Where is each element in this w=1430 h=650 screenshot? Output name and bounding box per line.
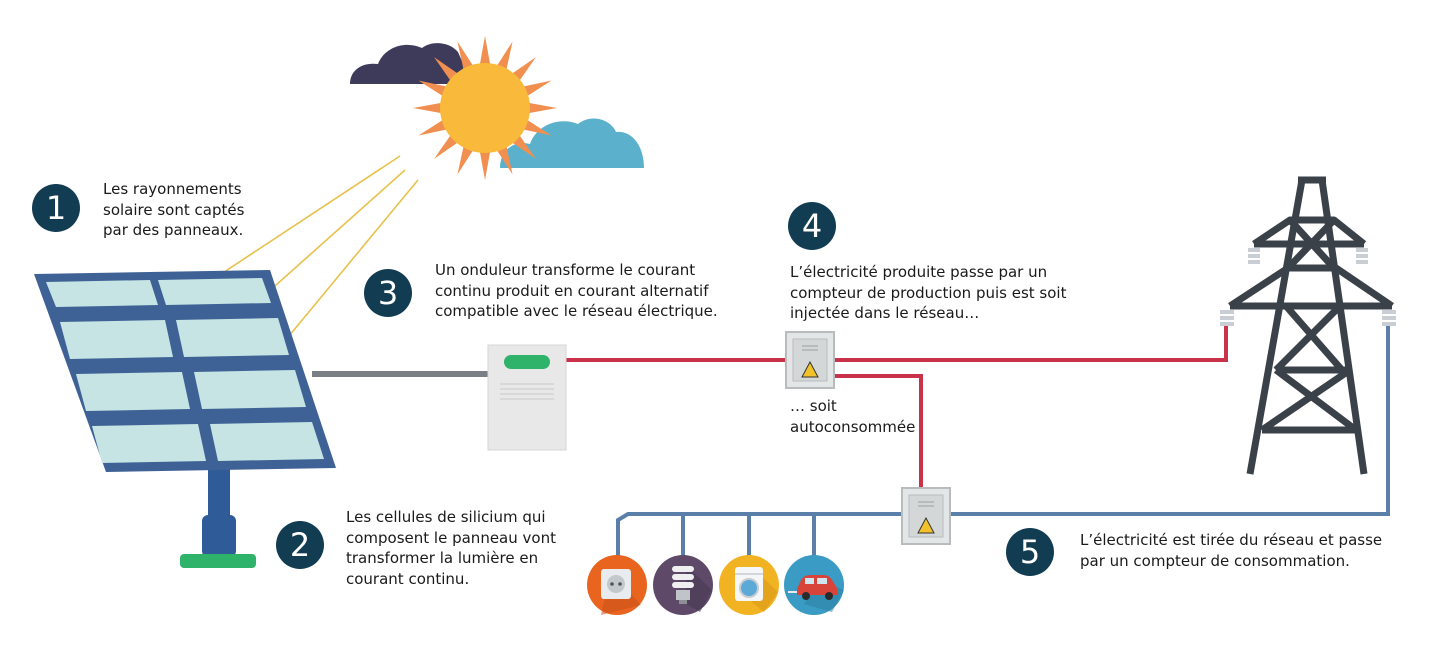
- step-5-description: L’électricité est tirée du réseau et pas…: [1080, 530, 1382, 571]
- step-badge-4: 4: [788, 202, 836, 250]
- step-1-line: solaire sont captés: [103, 200, 245, 219]
- step-1-line: par des panneaux.: [103, 221, 244, 239]
- power-pylon-icon: [1228, 176, 1394, 475]
- electric-car-icon: [784, 555, 844, 615]
- step-1-line: Les rayonnements: [103, 180, 242, 198]
- self-consumption-line: autoconsommée: [790, 417, 916, 436]
- step-badge-5: 5: [1006, 528, 1054, 576]
- washing-machine-icon: [719, 555, 779, 615]
- inverter-icon: [487, 344, 567, 451]
- step-1-description: Les rayonnements solaire sont captés par…: [103, 179, 244, 241]
- production-line: [566, 322, 1228, 490]
- light-bulb-icon: [653, 555, 713, 615]
- step-2-line: courant continu.: [346, 569, 470, 588]
- step-5-line: par un compteur de consommation.: [1080, 551, 1350, 570]
- step-3-line: continu produit en courant alternatif: [435, 281, 709, 300]
- electric-meter-icon: [785, 331, 835, 389]
- sun-ray: [479, 147, 491, 180]
- sun-ray: [479, 36, 491, 69]
- power-socket-icon: [587, 555, 647, 615]
- sun-ray: [524, 102, 557, 114]
- step-2-line: transformer la lumière en: [346, 549, 539, 567]
- step-2-line: Les cellules de silicium qui: [346, 508, 546, 526]
- sun-ray: [413, 102, 446, 114]
- cloud-icon: [500, 118, 644, 168]
- step-4-description: L’électricité produite passe par un comp…: [790, 262, 1066, 324]
- self-consumption-note: … soit autoconsommée: [790, 396, 915, 437]
- step-2-line: composent le panneau vont: [346, 528, 556, 547]
- step-5-line: L’électricité est tirée du réseau et pas…: [1080, 531, 1383, 549]
- step-4-line: injectée dans le réseau…: [790, 304, 980, 322]
- step-badge-2: 2: [276, 521, 324, 569]
- step-badge-3: 3: [364, 269, 412, 317]
- step-badge-1: 1: [32, 184, 80, 232]
- step-4-line: L’électricité produite passe par un: [790, 263, 1048, 281]
- step-2-description: Les cellules de silicium qui composent l…: [346, 507, 556, 589]
- electric-meter-icon: [901, 487, 951, 545]
- step-3-line: compatible avec le réseau électrique.: [435, 302, 718, 320]
- step-3-line: Un onduleur transforme le courant: [435, 261, 696, 279]
- cloud-icon: [350, 43, 472, 84]
- insulator-icon: [1220, 248, 1396, 326]
- step-4-line: compteur de production puis est soit: [790, 283, 1067, 302]
- sun-disc: [440, 63, 530, 153]
- step-3-description: Un onduleur transforme le courant contin…: [435, 260, 718, 322]
- consumption-line: [616, 322, 1390, 556]
- self-consumption-line: … soit: [790, 397, 837, 415]
- solar-panel-icon: [34, 270, 336, 568]
